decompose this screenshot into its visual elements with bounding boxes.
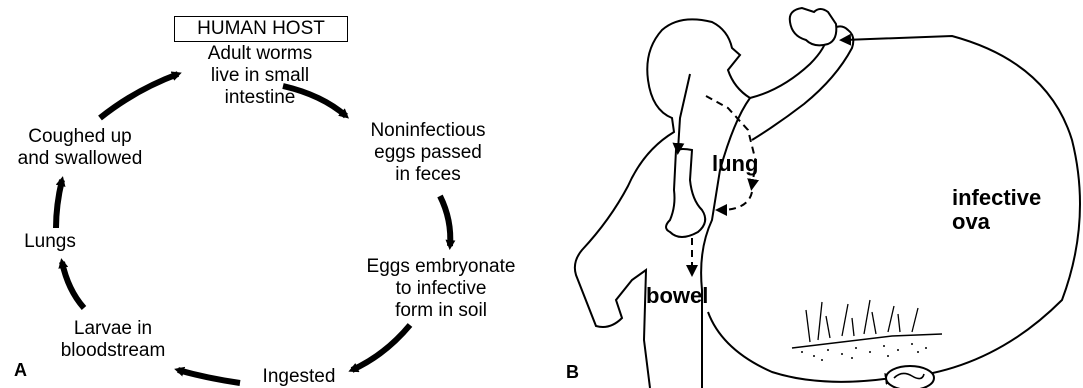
raised-arm-outline	[750, 26, 853, 140]
panel-b-illustration: lung bowel infective ova B	[552, 0, 1083, 388]
host-label: HUMAN HOST	[174, 16, 348, 42]
human-body-outline	[575, 19, 750, 388]
arrow-eggs-to-embryonate	[440, 196, 450, 246]
label-infective-ova: infective ova	[952, 186, 1041, 234]
fist-icon	[790, 8, 837, 45]
stage-coughed-swallowed: Coughed up and swallowed	[4, 126, 156, 170]
arrow-lungs-to-coughed	[56, 180, 62, 228]
stage-larvae-bloodstream: Larvae in bloodstream	[50, 318, 176, 362]
stage-adult-worms: Adult worms live in small intestine	[180, 43, 340, 109]
soil-ground	[792, 334, 942, 348]
stage-lungs: Lungs	[18, 231, 82, 253]
arrow-embryonate-to-ingested	[352, 325, 410, 370]
arrow-coughed-to-adult	[100, 74, 178, 118]
panel-letter-a: A	[14, 360, 27, 381]
label-lung: lung	[712, 152, 758, 176]
esophagus-arrow	[678, 74, 690, 150]
soil-stipple	[801, 343, 927, 361]
stage-noninfectious-eggs: Noninfectious eggs passed in feces	[346, 120, 510, 186]
arrow-larvae-to-lungs	[62, 262, 84, 308]
ova-egg-icon	[886, 366, 934, 388]
stage-eggs-embryonate: Eggs embryonate to infective form in soi…	[344, 256, 538, 322]
arrow-ingested-to-larvae	[178, 370, 240, 383]
stomach-icon	[666, 149, 705, 237]
panel-a-life-cycle: HUMAN HOST Adult worms live in small int…	[0, 0, 540, 388]
label-bowel: bowel	[646, 284, 708, 308]
lung-to-stomach-dashed	[720, 192, 752, 210]
panel-letter-b: B	[566, 362, 579, 383]
stage-ingested: Ingested	[244, 366, 354, 388]
